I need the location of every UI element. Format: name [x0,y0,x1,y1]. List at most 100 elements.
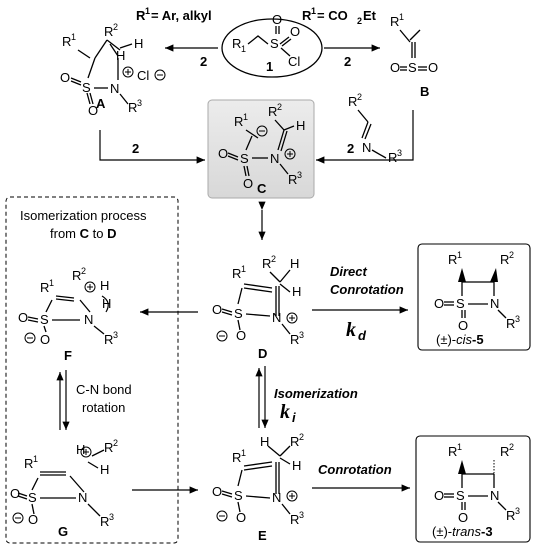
reagent-r: R [232,36,241,51]
svg-text:from C to D: from C to D [50,226,116,241]
svg-text:O: O [88,103,98,118]
svg-text:O: O [10,486,20,501]
svg-text:S: S [408,60,417,75]
svg-text:Isomerization: Isomerization [274,386,358,401]
svg-text:2: 2 [271,254,276,264]
reagent-ellipse [221,18,323,78]
svg-text:O: O [218,146,228,161]
svg-text:O: O [28,512,38,527]
svg-text:1: 1 [243,112,248,122]
reagent-1: R 1 S O O Cl 1 [221,12,323,78]
compound-A: R 1 R 2 H H S O O N R 3 Cl A [60,22,166,118]
svg-text:d: d [358,328,367,343]
svg-text:R: R [128,100,137,115]
svg-text:N: N [362,140,371,155]
direct-conrotation: Direct Conrotation k d [312,264,408,343]
svg-text:H: H [292,458,301,473]
svg-text:Cl: Cl [137,68,149,83]
svg-text:3: 3 [297,170,302,180]
product-cis-5: R 1 R 2 S O O N R 3 (±)-cis-5 [417,243,531,351]
svg-text:R: R [290,434,299,449]
svg-text:N: N [270,151,279,166]
svg-text:1: 1 [241,44,246,54]
conrotation-step: Conrotation [312,462,410,492]
svg-text:R: R [232,450,241,465]
svg-text:k: k [280,401,290,423]
compound-C: R 1 R 2 H S O O N R 3 C [207,99,315,199]
svg-text:H: H [102,296,111,311]
svg-text:N: N [110,81,119,96]
svg-text:S: S [82,80,91,95]
svg-text:H: H [134,36,143,51]
trans-product-box [415,435,531,543]
svg-text:R: R [100,514,109,529]
svg-text:1: 1 [311,6,316,16]
svg-text:1: 1 [33,454,38,464]
reagent-label: 1 [266,59,273,74]
svg-text:O: O [60,70,70,85]
svg-text:O: O [18,310,28,325]
svg-text:i: i [292,410,296,425]
svg-text:E: E [258,528,267,543]
svg-text:R: R [288,172,297,187]
svg-text:2: 2 [357,16,362,26]
svg-text:R: R [104,332,113,347]
compound-D: R 1 R 2 H H S O N O R 3 D [212,254,304,361]
svg-text:R: R [290,512,299,527]
svg-text:3: 3 [299,330,304,340]
svg-text:R: R [40,280,49,295]
svg-text:H: H [290,256,299,271]
svg-text:R: R [506,508,515,523]
reagent-s: S [270,36,279,51]
condition-right: R 1 = CO 2 Et [302,6,377,26]
svg-text:S: S [456,488,465,503]
svg-text:1: 1 [241,264,246,274]
svg-text:3: 3 [137,98,142,108]
svg-text:Conrotation: Conrotation [318,462,392,477]
svg-text:3: 3 [113,330,118,340]
svg-text:H: H [296,118,305,133]
compound-E: R 1 H R 2 H S O N O R 3 E [212,432,304,543]
svg-text:1: 1 [241,448,246,458]
svg-text:R: R [262,256,271,271]
product-trans-3: R 1 R 2 S O O N R 3 (±)-trans-3 [415,435,531,543]
svg-text:A: A [96,96,106,111]
svg-text:2: 2 [132,141,139,156]
svg-text:R: R [136,8,146,23]
svg-text:S: S [40,312,49,327]
svg-text:G: G [58,524,68,539]
svg-text:1: 1 [49,278,54,288]
svg-text:R: R [390,14,399,29]
svg-text:R: R [388,150,397,165]
svg-text:R: R [506,316,515,331]
svg-text:3: 3 [109,512,114,522]
svg-text:2: 2 [277,102,282,112]
svg-text:O: O [428,60,438,75]
svg-text:S: S [28,490,37,505]
compound-F: R 1 R 2 H H S O N O R 3 [18,266,118,363]
svg-text:S: S [234,488,243,503]
svg-text:3: 3 [397,148,402,158]
svg-text:H: H [100,278,109,293]
imine-2: R 2 N R 3 [348,92,402,165]
svg-text:= Ar, alkyl: = Ar, alkyl [151,8,212,23]
svg-text:= CO: = CO [317,8,348,23]
svg-text:O: O [434,488,444,503]
svg-text:R: R [72,268,81,283]
svg-text:B: B [420,84,429,99]
svg-text:O: O [243,176,253,191]
svg-text:1: 1 [457,442,462,452]
svg-text:O: O [458,318,468,333]
compound-B: R 1 S O O B [390,12,438,99]
svg-text:R: R [232,266,241,281]
cis-product-box [417,243,531,351]
svg-text:2: 2 [344,54,351,69]
svg-text:(±)-cis-5: (±)-cis-5 [436,332,484,347]
svg-text:1: 1 [399,12,404,22]
svg-text:R: R [104,24,113,39]
arrow-B-to-C [316,110,414,164]
svg-text:H: H [292,284,301,299]
svg-text:F: F [64,348,72,363]
svg-text:R: R [302,8,312,23]
svg-text:2: 2 [509,250,514,260]
